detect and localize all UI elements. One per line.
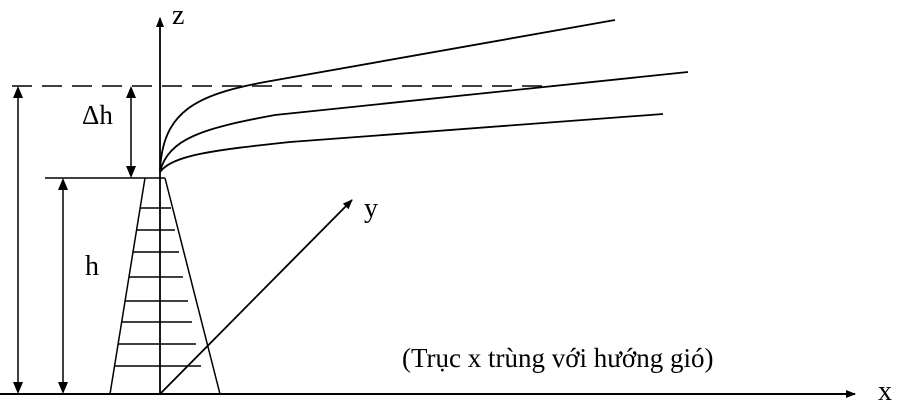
delta-h-dimension [126,86,136,178]
y-axis-label: y [364,193,378,224]
x-axis-label: x [878,376,892,403]
total-height-dimension [13,86,23,394]
y-axis [159,199,353,395]
chimney-stack [109,177,221,395]
wind-direction-caption: (Trục x trùng với hướng gió) [402,343,713,373]
h-dimension [58,178,68,394]
plume-curves [159,19,689,173]
plume-middle-curve [159,71,689,173]
delta-h-label: Δh [82,100,113,130]
z-axis-label: z [172,0,184,31]
h-label: h [85,251,99,282]
plume-upper-curve [159,19,616,173]
plume-lower-curve [159,113,664,173]
